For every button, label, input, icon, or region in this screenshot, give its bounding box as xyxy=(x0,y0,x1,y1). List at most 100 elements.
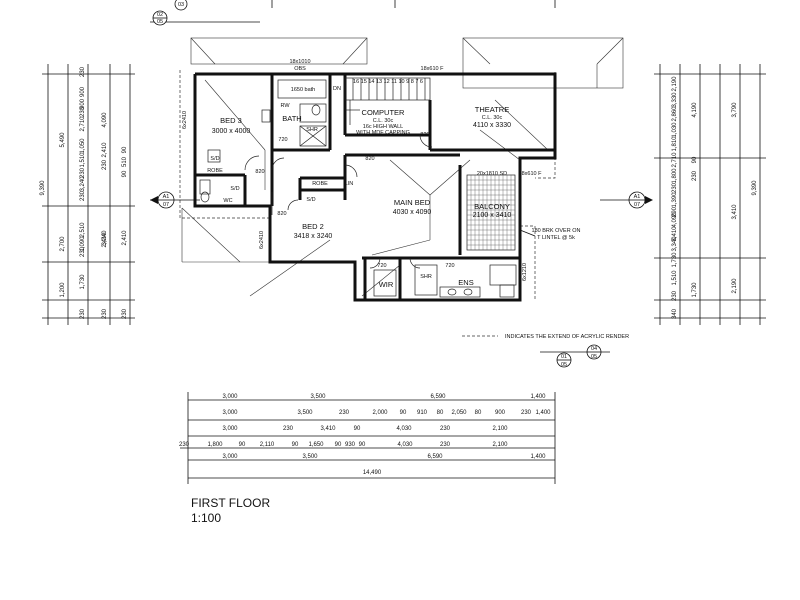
bottom-row4-dim-11: 2,100 xyxy=(492,442,508,448)
bottom-row1-dim-0: 3,000 xyxy=(222,394,238,400)
bottom-row2-dim-5: 910 xyxy=(417,410,428,416)
section-ref-bottom-a: 01 xyxy=(561,354,567,360)
right-col1-dim-12: 3,340 xyxy=(672,236,678,252)
bath-fixtures xyxy=(199,79,517,298)
right-col1-dim-1: 3,330 xyxy=(672,92,678,108)
label-rw: RW xyxy=(280,103,290,109)
label-door-720b: 720 xyxy=(377,263,386,269)
right-major-dim-2: 2,190 xyxy=(732,278,738,294)
interior-walls xyxy=(195,74,555,300)
left-total-dim: 9,390 xyxy=(40,180,46,196)
section-ref-bottom-c: 04 xyxy=(591,346,597,352)
right-col1-dim-15: 230 xyxy=(672,290,678,301)
roof-outline xyxy=(181,37,624,297)
left-dimensions: 9,390 5,490 2,700 1,200 xyxy=(40,64,135,325)
room-note2-computer: WITH MDF CAPPING xyxy=(356,130,410,136)
right-col1-dim-5: 2,710 xyxy=(672,152,678,168)
right-col1-dim-16: 340 xyxy=(672,308,678,319)
small-labels: 1650 bath SHR SHR RW WC S/D S/D S/D DN 8… xyxy=(182,59,629,340)
left-col2-dim-8: 3,240 xyxy=(80,176,86,192)
bottom-main-dim-1: 3,500 xyxy=(302,454,318,460)
bottom-row4-dim-9: 4,030 xyxy=(397,442,413,448)
section-ref-right-a: A1 xyxy=(634,194,641,200)
left-col2-dim-5: 1,050 xyxy=(80,138,86,154)
room-labels: BED 3 3000 x 4000 BATH COMPUTER C.L. 30c… xyxy=(207,105,511,289)
bottom-row2-dim-2: 230 xyxy=(339,410,350,416)
door-swings xyxy=(244,134,433,269)
label-bath-fixture: 1650 bath xyxy=(291,87,315,93)
label-brick-note2: T LINTEL @ 5k xyxy=(537,235,575,241)
left-col4-dim-1: 510 xyxy=(122,156,128,167)
right-col1-dim-3: 1,030 xyxy=(672,122,678,138)
section-ref-left-a: A1 xyxy=(163,194,170,200)
bottom-row2-dim-9: 900 xyxy=(495,410,506,416)
room-name-bed3: BED 3 xyxy=(220,116,242,125)
bottom-row4-dim-6: 90 xyxy=(335,442,342,448)
bottom-row1-dim-1: 3,500 xyxy=(310,394,326,400)
label-window-balcony: 20x1810 SD xyxy=(477,171,507,177)
right-col1-dim-13: 1,730 xyxy=(672,252,678,268)
left-col3-dim-5: 230 xyxy=(102,308,108,319)
bottom-row2-dim-10: 230 xyxy=(521,410,532,416)
left-col3-dim-1: 2,410 xyxy=(102,142,108,158)
left-col2-dim-3: 230 xyxy=(80,106,86,117)
room-name-wir: WIR xyxy=(379,280,394,289)
label-shr2: SHR xyxy=(420,274,432,280)
label-brick-note1: 180 BRK OVER ON xyxy=(532,228,581,234)
bottom-row2-dim-6: 80 xyxy=(437,410,444,416)
room-size-balcony: 2100 x 3410 xyxy=(473,212,512,219)
left-col2-dim-1: 900 xyxy=(80,86,86,97)
right-col1-dim-10: 4,090 xyxy=(672,212,678,228)
right-col1-dim-7: 230 xyxy=(672,182,678,193)
bottom-row3-dim-1: 230 xyxy=(283,426,294,432)
bottom-row4-dim-8: 90 xyxy=(359,442,366,448)
room-name-bath: BATH xyxy=(282,114,301,123)
bottom-row2-dim-0: 3,000 xyxy=(222,410,238,416)
bottom-row2-dim-3: 2,000 xyxy=(372,410,388,416)
room-size-bed3: 3000 x 4000 xyxy=(212,128,251,135)
label-door-820d: 820 xyxy=(420,132,429,138)
left-col4-dim-3: 2,410 xyxy=(122,230,128,246)
room-name-bed2: BED 2 xyxy=(302,222,324,231)
label-window-top1: 18x1010 xyxy=(289,59,310,65)
bottom-row2-dim-11: 1,400 xyxy=(535,410,551,416)
right-major-dim-0: 3,790 xyxy=(732,102,738,118)
room-name-theatre: THEATRE xyxy=(475,105,509,114)
balcony-tiles xyxy=(466,174,516,251)
section-ref-bottom-b: 05 xyxy=(561,362,567,368)
bottom-row2-dim-7: 2,050 xyxy=(451,410,467,416)
bottom-row3-dim-0: 3,000 xyxy=(222,426,238,432)
bottom-row2-dim-4: 90 xyxy=(400,410,407,416)
label-door-720c: 720 xyxy=(445,263,454,269)
bottom-main-dim-3: 1,400 xyxy=(530,454,546,460)
right-col1-dim-14: 1,510 xyxy=(672,270,678,286)
left-col2-dim-11: 1,090 xyxy=(80,236,86,252)
bottom-total-dim: 14,490 xyxy=(363,470,382,476)
room-name-main-bed: MAIN BED xyxy=(394,198,431,207)
section-ref-right-b: 07 xyxy=(634,202,640,208)
section-ref-top-a: 02 xyxy=(157,12,163,18)
left-col3-dim-2: 230 xyxy=(102,159,108,170)
bottom-dimensions: 14,490 xyxy=(180,392,556,484)
bottom-row4-dim-3: 2,110 xyxy=(260,442,275,448)
room-ceiling-theatre: C.L. 30c xyxy=(482,115,503,121)
right-dimensions: 9,390 3,790 3,410 2,190 xyxy=(654,64,766,325)
label-sd1: S/D xyxy=(210,156,219,162)
bottom-row2-dim-1: 3,500 xyxy=(297,410,313,416)
right-col1-dim-4: 1,810 xyxy=(672,136,678,152)
drawing-title: FIRST FLOOR 1:100 xyxy=(191,496,270,526)
left-col2-dim-7: 230 xyxy=(80,167,86,178)
legend-text: INDICATES THE EXTEND OF ACRYLIC RENDER xyxy=(505,334,629,340)
right-col2-dim-2: 230 xyxy=(692,170,698,181)
room-size-main-bed: 4030 x 4090 xyxy=(393,209,432,216)
right-col1-dim-6: 1,800 xyxy=(672,168,678,184)
right-total-dim: 9,390 xyxy=(752,180,758,196)
right-col1-dim-8: 1,390 xyxy=(672,192,678,208)
left-col3-dim-0: 4,090 xyxy=(102,112,108,128)
label-window-right: 18x610 F xyxy=(519,171,543,177)
